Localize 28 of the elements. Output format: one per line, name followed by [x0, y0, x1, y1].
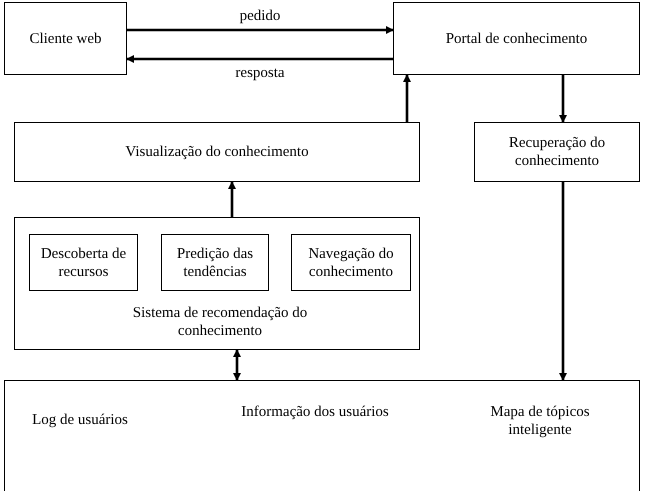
node-label: Mapa de tópicos inteligente: [489, 403, 591, 439]
group-box: [14, 217, 420, 350]
edge-label: pedido: [238, 8, 282, 24]
node-label: Navegação do conhecimento: [307, 244, 395, 280]
node-label: Descoberta de recursos: [40, 244, 128, 280]
node-label: Predição das tendências: [176, 244, 254, 280]
node-label: Portal de conhecimento: [444, 30, 588, 48]
node-label: Visualização do conhecimento: [124, 143, 310, 161]
process-box: [393, 2, 640, 75]
process-box: [291, 234, 411, 291]
node-label: Sistema de recomendação do conhecimento: [132, 304, 308, 340]
node-label: Cliente web: [28, 30, 103, 48]
arrow: [126, 55, 393, 63]
arrow: [559, 75, 567, 123]
node-label: Recuperação do conhecimento: [508, 134, 606, 170]
process-box: [29, 234, 138, 291]
process-box: [14, 122, 420, 182]
process-box: [161, 234, 269, 291]
arrow: [228, 181, 236, 217]
arrow: [127, 26, 394, 34]
node-label: Log de usuários: [31, 411, 129, 429]
process-box: [4, 380, 640, 491]
arrow: [559, 182, 567, 381]
arrow: [403, 74, 411, 122]
arrow: [233, 349, 241, 381]
node-label: Informação dos usuários: [240, 403, 390, 421]
process-box: [4, 2, 127, 75]
process-box: [474, 122, 640, 182]
